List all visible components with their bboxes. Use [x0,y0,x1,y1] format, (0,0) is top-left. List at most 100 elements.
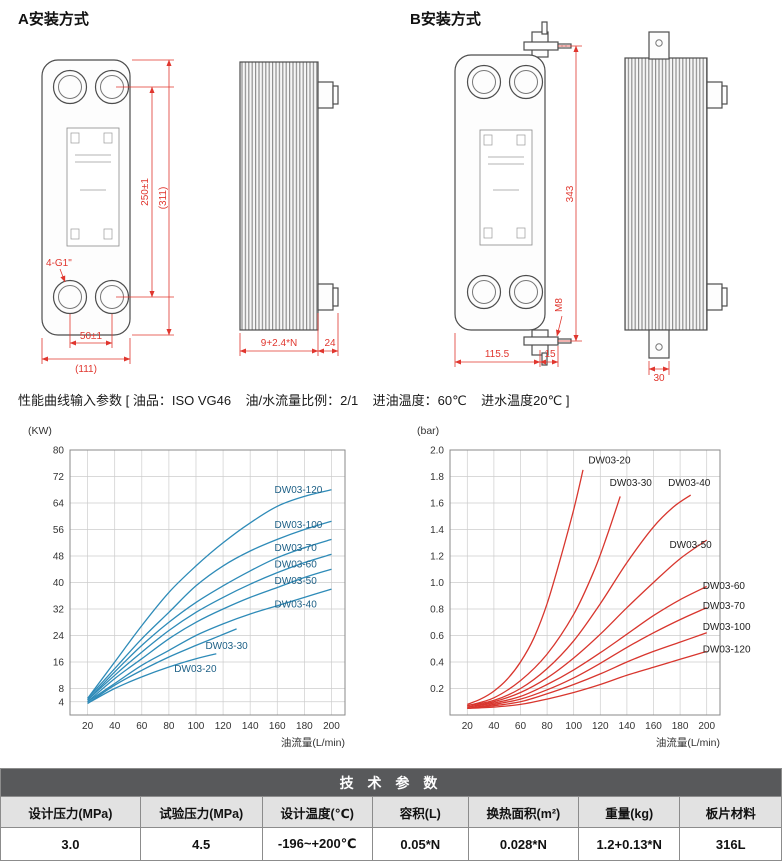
tech-params-table: 技 术 参 数 设计压力(MPa) 试验压力(MPa) 设计温度(℃) 容积(L… [0,768,782,861]
x-tick-label: 40 [109,721,121,732]
x-axis-label: 油流量(L/min) [656,736,720,749]
cell-weight: 1.2+0.13*N [577,827,681,861]
x-tick-label: 120 [215,721,232,732]
installation-drawing-b: 343 M8 115.5 15 [454,21,728,382]
y-tick-label: 1.8 [430,472,444,483]
series-DW03-100 [467,632,707,710]
dim-b-width-label: 115.5 [485,349,510,360]
series-DW03-50 [87,568,332,703]
series-label: DW03-70 [703,601,746,612]
y-tick-label: 80 [53,446,65,457]
x-tick-label: 60 [136,721,148,732]
cell-test-pressure: 4.5 [139,827,263,861]
performance-note: 性能曲线输入参数 [ 油品：ISO VG46 油/水流量比例：2/1 进油温度：… [18,393,570,408]
x-tick-label: 160 [645,721,662,732]
series-label: DW03-20 [174,664,217,675]
unit-label: (bar) [417,425,439,437]
unit-label: (KW) [28,425,52,437]
dim-stack-label: 9+2.4*N [261,338,297,349]
nameplate-b [479,129,533,246]
x-tick-label: 180 [672,721,689,732]
dim-width-overall-label: (111) [75,364,97,375]
front-view-a [41,59,131,336]
plot-border [69,449,346,716]
series-DW03-30 [467,496,621,707]
dim-height-label: 250±1 [140,178,151,206]
col-header-volume: 容积(L) [371,796,469,828]
side-tab-bottom [648,329,670,359]
x-tick-label: 60 [515,721,527,732]
series-DW03-50 [467,539,708,708]
cell-volume: 0.05*N [371,827,469,861]
dim-stub-label: 24 [324,338,336,349]
side-tab-top [648,31,670,60]
x-tick-label: 160 [269,721,286,732]
series-label: DW03-100 [275,520,323,531]
series-DW03-100 [87,520,332,699]
y-tick-label: 72 [53,472,65,483]
section-b-title: B安装方式 [410,11,481,28]
series-DW03-60 [87,553,332,701]
series-label: DW03-50 [669,540,712,551]
series-label: DW03-100 [703,622,751,633]
y-tick-label: 64 [53,499,65,510]
y-tick-label: 0.8 [430,605,444,616]
cell-heat-area: 0.028*N [467,827,579,861]
dimensions-b-front: 343 M8 115.5 15 [454,45,582,367]
x-tick-label: 100 [188,721,205,732]
y-tick-label: 1.6 [430,499,444,510]
series-DW03-20 [87,653,217,704]
y-tick-label: 40 [53,578,65,589]
series-label: DW03-70 [275,543,318,554]
port-circles-b [466,64,544,310]
x-tick-label: 200 [698,721,715,732]
x-tick-label: 20 [82,721,94,732]
col-header-plate-material: 板片材料 [679,796,782,828]
y-tick-label: 32 [53,605,65,616]
x-tick-label: 20 [462,721,474,732]
dim-b-offset-label: 15 [544,349,556,360]
dimensions-a-front: 250±1 (311) 4-G1" 50±1 (111) [41,59,174,375]
cell-design-temp: -196~+200℃ [261,827,373,861]
y-tick-label: 0.2 [430,684,444,695]
x-tick-label: 80 [163,721,175,732]
dim-height-overall-label: (311) [158,187,169,210]
series-DW03-40 [467,494,692,707]
series-DW03-70 [467,607,707,710]
series-DW03-120 [467,650,707,710]
dim-tab-width-label: 30 [653,373,665,382]
dim-width-label: 50±1 [80,331,103,342]
dim-b-height-label: 343 [565,185,576,202]
series-label: DW03-40 [275,599,318,610]
series-DW03-20 [467,469,584,706]
installation-drawing-a: 250±1 (311) 4-G1" 50±1 (111) 9+ [41,59,339,375]
y-tick-label: 56 [53,525,65,536]
y-tick-label: 8 [58,684,64,695]
col-header-heat-area: 换热面积(m²) [467,796,579,828]
dim-ports-label: 4-G1" [46,258,72,269]
y-tick-label: 1.2 [430,552,444,563]
series-DW03-60 [467,585,707,708]
col-header-design-pressure: 设计压力(MPa) [0,796,141,828]
series-label: DW03-30 [610,478,653,489]
series-label: DW03-20 [588,455,631,466]
cell-plate-material: 316L [679,827,782,861]
series-DW03-40 [87,588,332,703]
x-tick-label: 200 [323,721,340,732]
x-tick-label: 80 [542,721,554,732]
x-tick-label: 100 [565,721,582,732]
dim-bolt-label: M8 [554,298,565,312]
cell-design-pressure: 3.0 [0,827,141,861]
y-tick-label: 2.0 [430,446,444,457]
dimensions-b-side: 30 [648,361,670,382]
series-DW03-120 [87,489,332,699]
x-axis-label: 油流量(L/min) [281,736,345,749]
mount-bracket-top [523,21,572,58]
side-view-b [624,31,728,359]
series-DW03-30 [87,628,237,704]
dimensions-a-side: 9+2.4*N 24 [239,313,339,356]
table-title: 技 术 参 数 [0,768,782,797]
